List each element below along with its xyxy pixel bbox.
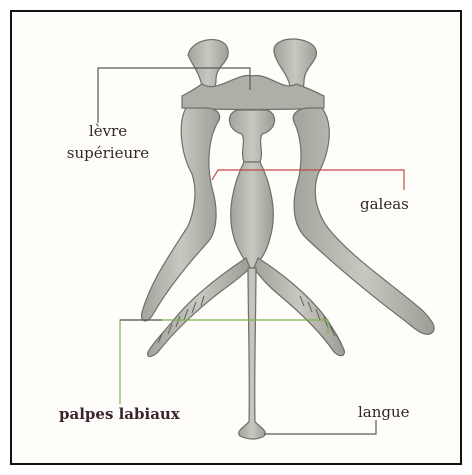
figure-frame: lèvre supérieure galeas palpes labiaux l… — [10, 10, 462, 465]
mouthparts-diagram — [12, 12, 462, 465]
label-galeas: galeas — [360, 194, 409, 214]
central-knob — [229, 110, 274, 162]
label-palpes-labiaux: palpes labiaux — [59, 404, 180, 424]
leader-palpes — [120, 320, 328, 404]
label-levre-line1: lèvre — [48, 120, 168, 142]
label-levre-superieure: lèvre supérieure — [48, 120, 168, 164]
palp-right — [254, 258, 344, 356]
galea-right — [293, 108, 434, 334]
labium-body — [231, 162, 274, 270]
label-langue: langue — [358, 402, 410, 422]
leader-langue — [264, 420, 376, 434]
tongue — [239, 268, 266, 439]
label-levre-line2: supérieure — [48, 142, 168, 164]
